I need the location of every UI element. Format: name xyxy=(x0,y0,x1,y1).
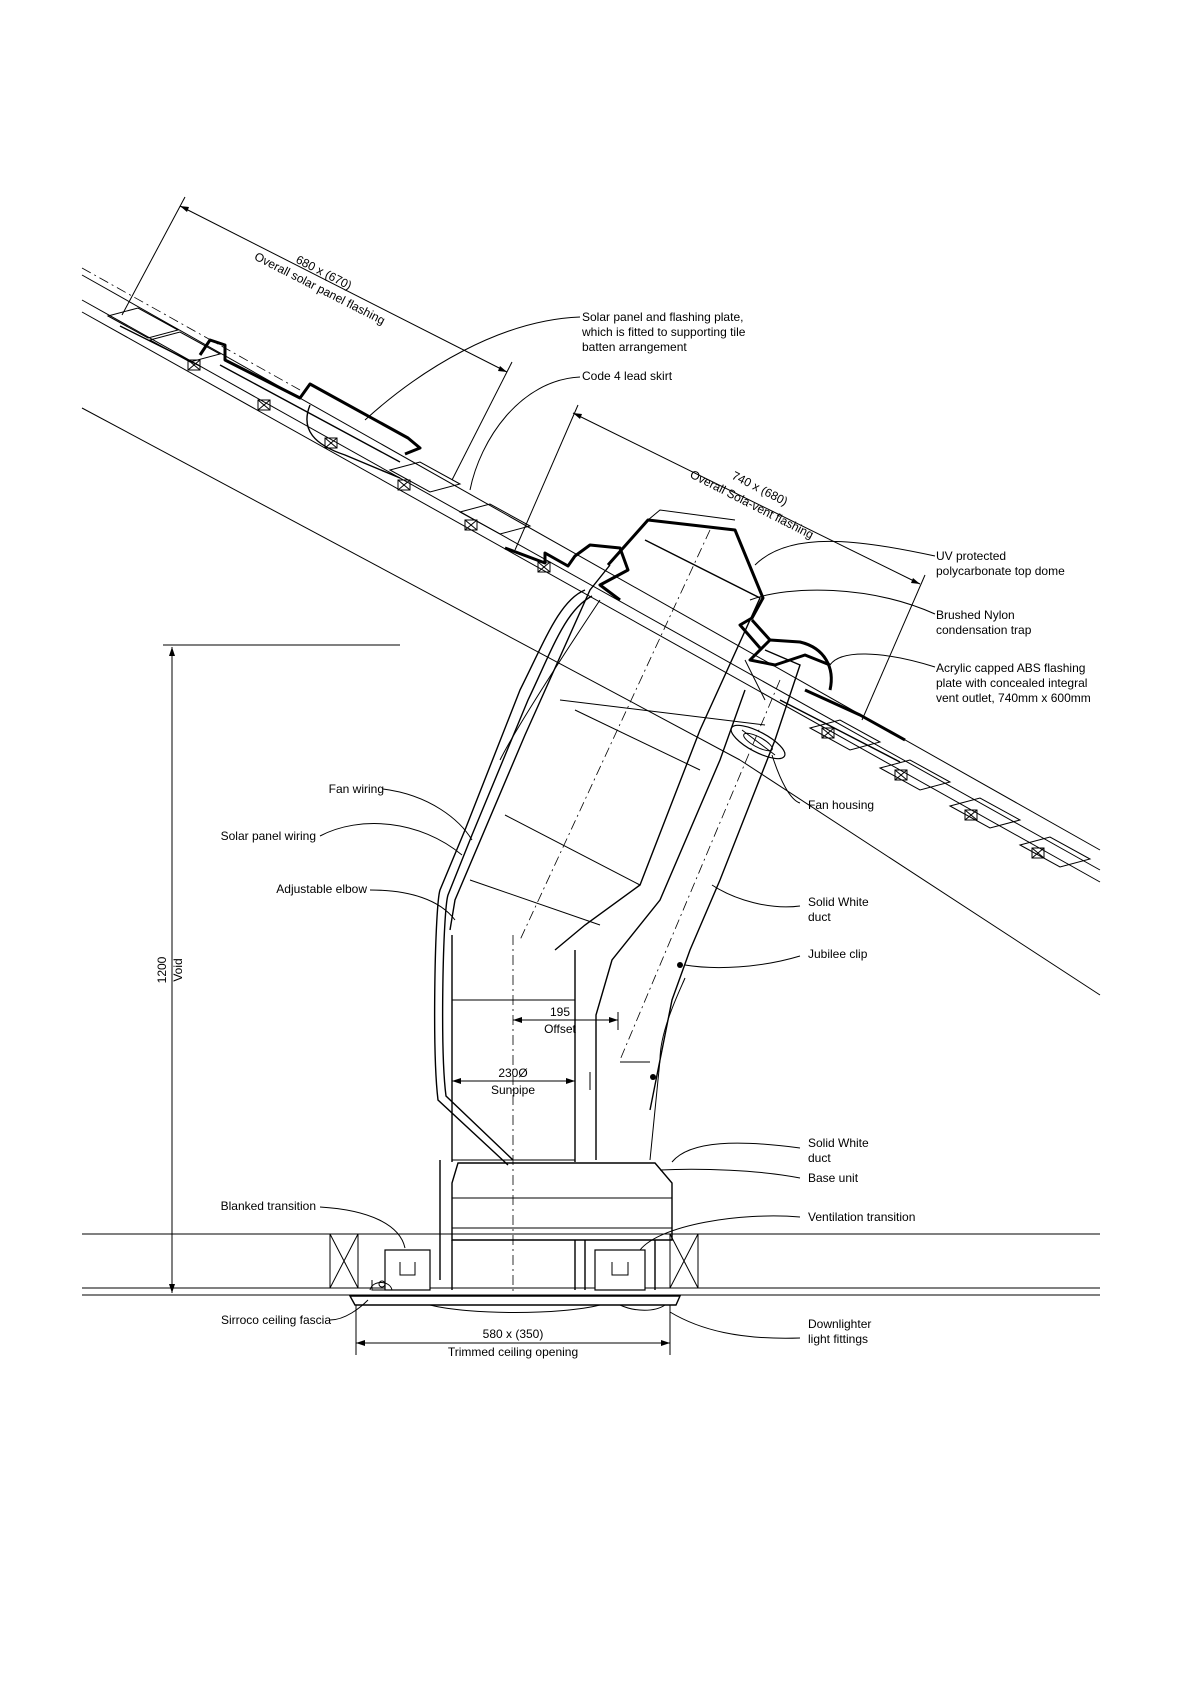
callout-labels: Solar panel and flashing plate, which is… xyxy=(221,310,1091,1346)
callout-solar-panel-wiring: Solar panel wiring xyxy=(221,829,316,843)
callout-base-unit: Base unit xyxy=(808,1171,859,1185)
roof-battens xyxy=(187,359,1045,859)
callout-fan-wiring: Fan wiring xyxy=(329,782,384,796)
callout-nylon-trap: Brushed Nylon condensation trap xyxy=(936,608,1032,637)
sola-vent-dome xyxy=(606,509,765,649)
solar-flashing-dim-label: Overall solar panel flashing xyxy=(252,249,387,327)
dimension-void: 1200 Void xyxy=(155,644,400,1296)
dimension-solar-flashing: 680 x (670) Overall solar panel flashing xyxy=(121,196,513,481)
callout-adjustable-elbow: Adjustable elbow xyxy=(276,882,367,896)
callout-solid-white-duct-lower: Solid White duct xyxy=(808,1136,872,1165)
sunpipe-upper-duct xyxy=(449,529,761,951)
wiring-cables xyxy=(433,589,766,1166)
callout-downlighter: Downlighter light fittings xyxy=(808,1317,875,1346)
void-dim-value: 1200 xyxy=(155,956,169,983)
abs-flashing-plate xyxy=(779,688,906,763)
dimension-sunpipe: 230Ø Sunpipe xyxy=(452,1066,591,1097)
lead-skirt xyxy=(504,543,630,602)
offset-dim-value: 195 xyxy=(550,1005,570,1019)
solar-panel-flashing-plate xyxy=(119,325,422,479)
ventilation-duct xyxy=(595,649,801,1161)
callout-leaders xyxy=(319,316,936,1339)
dimension-offset: 195 Offset xyxy=(513,1005,619,1036)
roof-tiles xyxy=(106,307,1092,868)
callout-solid-white-duct-upper: Solid White duct xyxy=(808,895,872,924)
void-dim-label: Void xyxy=(171,958,185,981)
condensation-trap xyxy=(748,618,833,691)
sirroco-ceiling-fascia xyxy=(348,1280,682,1313)
ceiling-opening-dim-value: 580 x (350) xyxy=(483,1327,544,1341)
transitions xyxy=(371,1249,646,1291)
offset-dim-label: Offset xyxy=(544,1022,576,1036)
jubilee-clip-mark-lower xyxy=(650,1074,656,1080)
ceiling-opening-dim-label: Trimmed ceiling opening xyxy=(448,1345,578,1359)
base-unit xyxy=(439,1160,673,1290)
callout-sirroco-fascia: Sirroco ceiling fascia xyxy=(221,1313,331,1327)
callout-lead-skirt: Code 4 lead skirt xyxy=(582,369,673,383)
callout-ventilation-transition: Ventilation transition xyxy=(808,1210,915,1224)
sunpipe-dim-label: Sunpipe xyxy=(491,1083,535,1097)
callout-blanked-transition: Blanked transition xyxy=(221,1199,316,1213)
jubilee-clip-mark xyxy=(677,962,683,968)
callout-uv-dome: UV protected polycarbonate top dome xyxy=(936,549,1065,578)
ceiling-joists xyxy=(82,1233,1100,1296)
sunpipe-dim-value: 230Ø xyxy=(498,1066,527,1080)
callout-jubilee-clip: Jubilee clip xyxy=(808,947,868,961)
callout-fan-housing: Fan housing xyxy=(808,798,874,812)
callout-abs-flashing: Acrylic capped ABS flashing plate with c… xyxy=(936,661,1091,705)
callout-solar-panel-plate: Solar panel and flashing plate, which is… xyxy=(581,310,749,354)
dimension-ceiling-opening: 580 x (350) Trimmed ceiling opening xyxy=(355,1305,671,1359)
sunpipe-lower-duct xyxy=(451,935,576,1295)
